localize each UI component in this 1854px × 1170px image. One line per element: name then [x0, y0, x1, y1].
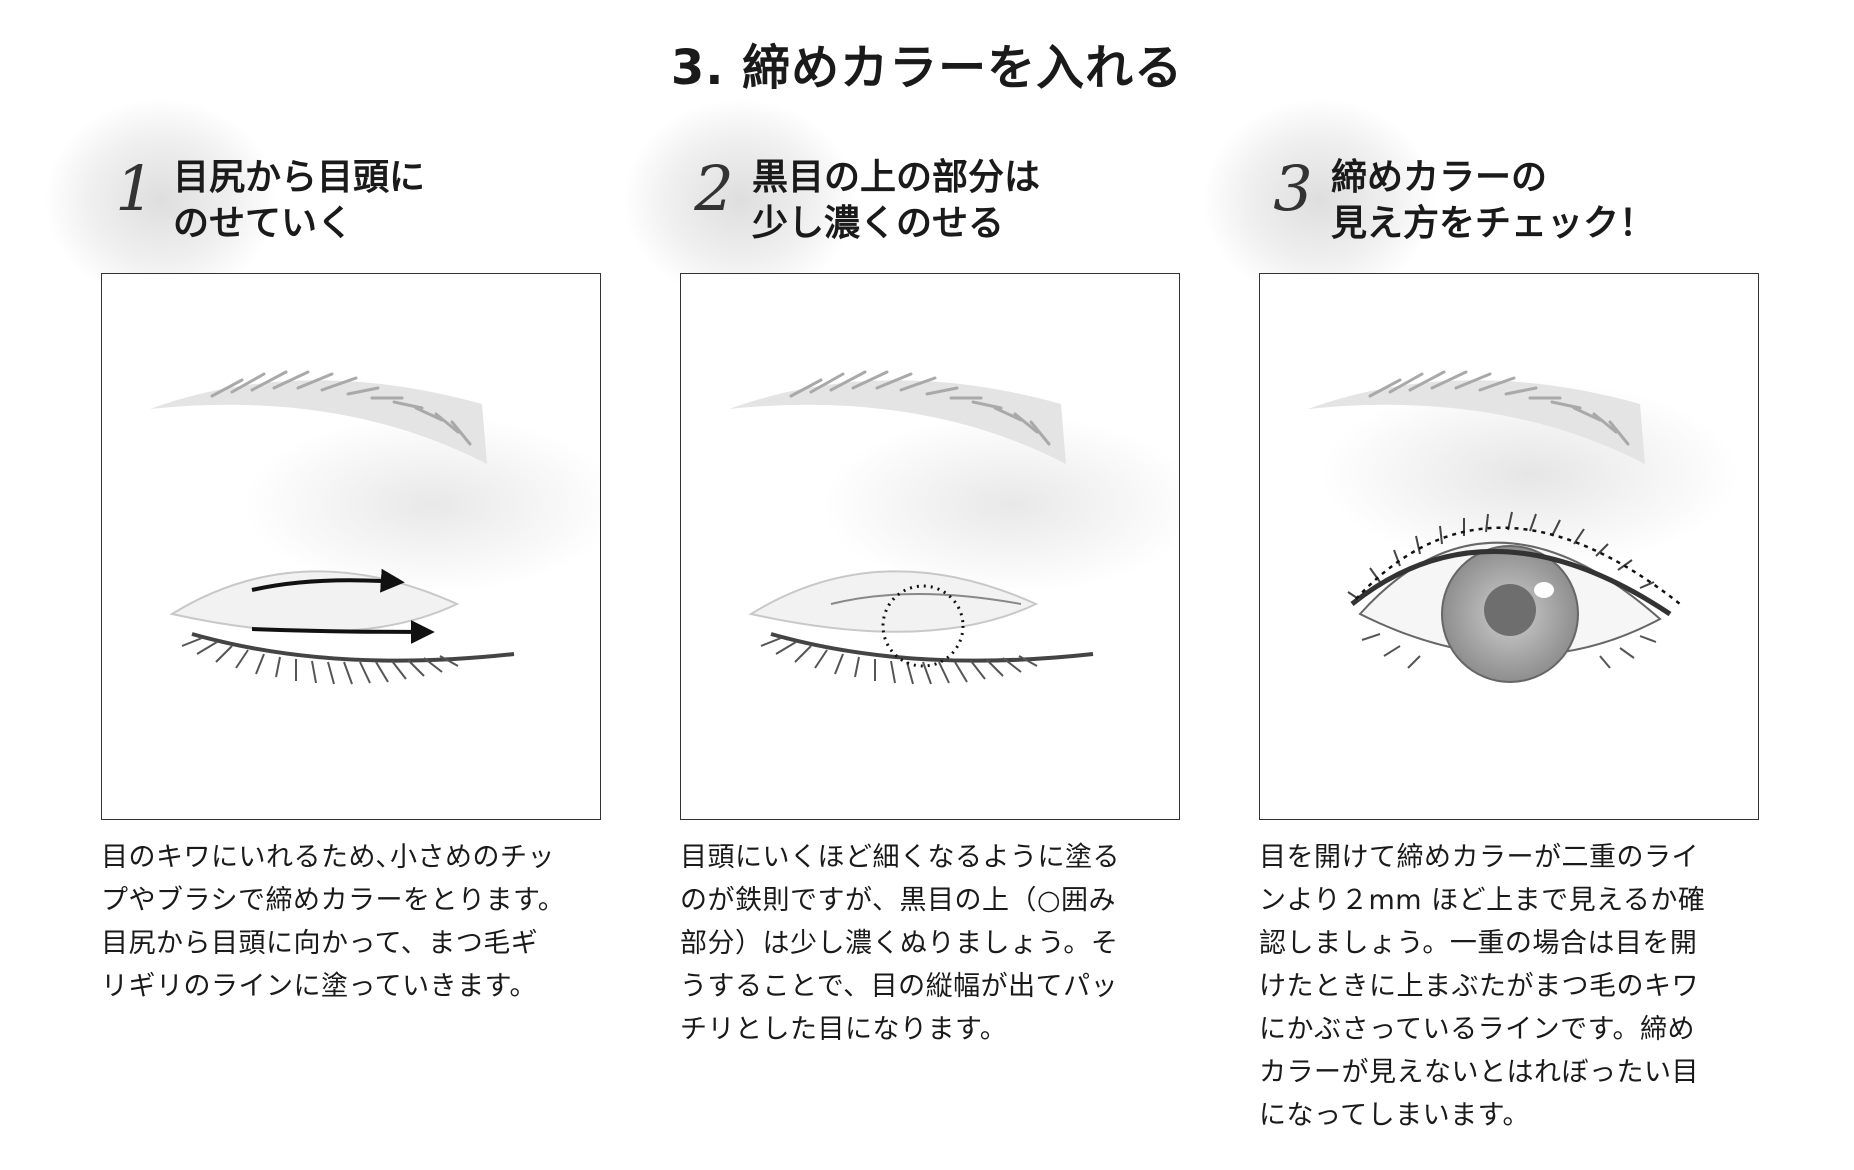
step-heading: 目尻から目頭に のせていく [173, 155, 603, 247]
step-description-line: にかぶさっているラインです。締め [1259, 1014, 1695, 1045]
step-number: 2 [694, 152, 734, 225]
eyebrow-hairs [789, 370, 1051, 446]
open-eye-check-illustration [1308, 370, 1740, 683]
step-description: 目を開けて締めカラーが二重のライ ンより２mm ほど上まで見えるか確 認しましょ… [1259, 836, 1759, 1137]
step-heading-line: 少し濃くのせる [752, 203, 1005, 244]
upper-lash-line [1350, 549, 1672, 617]
step-2: 2 黒目の上の部分は 少し濃くのせる [625, 0, 1182, 1170]
step-description-line: 目のキワにいれるため､小さめのチッ [101, 842, 555, 873]
step-number: 3 [1273, 152, 1313, 225]
step-description-line: けたときに上まぶたがまつ毛のキワ [1259, 971, 1699, 1002]
step-heading-line: 黒目の上の部分は [752, 157, 1041, 198]
step-heading: 黒目の上の部分は 少し濃くのせる [752, 155, 1182, 247]
step-description-line: 認しましょう。一重の場合は目を開 [1259, 928, 1698, 959]
step-heading-line: 締めカラーの [1331, 157, 1548, 198]
illustration-panel [101, 273, 601, 820]
eye-shadow-area [242, 414, 600, 594]
step-number-glow [46, 100, 276, 300]
step-description-line: 目頭にいくほど細くなるように塗る [680, 842, 1120, 873]
eyebrow-hairs [1368, 370, 1630, 446]
step-description: 目のキワにいれるため､小さめのチッ プやブラシで締めカラーをとります。 目尻から… [101, 836, 601, 1008]
lower-lashes [760, 637, 1038, 685]
step-description-line: うすることで、目の縦幅が出てパッ [680, 971, 1119, 1002]
eyebrow [729, 380, 1066, 464]
step-heading-line: のせていく [173, 203, 354, 244]
arrow-lower [251, 619, 435, 644]
illustration-panel [680, 273, 1180, 820]
lash-line [191, 632, 515, 663]
lower-lashes [1361, 633, 1657, 669]
eyebrow-hairs [210, 370, 472, 446]
step-description: 目頭にいくほど細くなるように塗る のが鉄則ですが、黒目の上（○囲み 部分）は少し… [680, 836, 1180, 1051]
step-description-line: リギリのラインに塗っていきます。 [101, 971, 537, 1002]
closed-eyelid [748, 570, 1039, 633]
eye-shadow-area [821, 414, 1179, 594]
eyelid-crease [830, 593, 1022, 605]
closed-eye-circle-illustration [729, 370, 1179, 685]
step-description-line: プやブラシで締めカラーをとります。 [101, 885, 566, 916]
step-description-line: カラーが見えないとはれぼったい目 [1259, 1057, 1699, 1088]
lower-lashes [181, 637, 459, 685]
step-1: 1 目尻から目頭に のせていく [46, 0, 603, 1170]
step-description-line: 目尻から目頭に向かって、まつ毛ギ [101, 928, 539, 959]
lash-line [770, 632, 1094, 663]
step-description-line: になってしまいます。 [1259, 1100, 1530, 1131]
eye-highlight [1534, 582, 1554, 598]
eyebrow [1308, 380, 1645, 464]
closed-eye-arrows-illustration [150, 370, 600, 685]
step-number: 1 [115, 152, 155, 225]
step-description-line: ンより２mm ほど上まで見えるか確 [1259, 885, 1706, 916]
step-heading: 締めカラーの 見え方をチェック！ [1331, 155, 1761, 247]
dotted-circle-highlight [881, 584, 965, 668]
step-number-glow [1204, 100, 1434, 300]
step-heading-line: 目尻から目頭に [173, 157, 426, 198]
step-description-line: 部分）は少し濃くぬりましょう。そ [680, 928, 1119, 959]
step-description-line: のが鉄則ですが、黒目の上（○囲み [680, 885, 1117, 916]
page-title: 3. 締めカラーを入れる [670, 40, 1184, 96]
step-number-glow [625, 100, 855, 300]
step-description-line: 目を開けて締めカラーが二重のライ [1259, 842, 1699, 873]
eyebrow [150, 380, 487, 464]
step-heading-line: 見え方をチェック！ [1331, 203, 1656, 244]
step-3: 3 締めカラーの 見え方をチェック！ [1204, 0, 1761, 1170]
arrow-upper [251, 568, 405, 593]
pupil [1484, 584, 1536, 636]
illustration-panel [1259, 273, 1759, 820]
step-description-line: チリとした目になります。 [680, 1014, 1008, 1045]
